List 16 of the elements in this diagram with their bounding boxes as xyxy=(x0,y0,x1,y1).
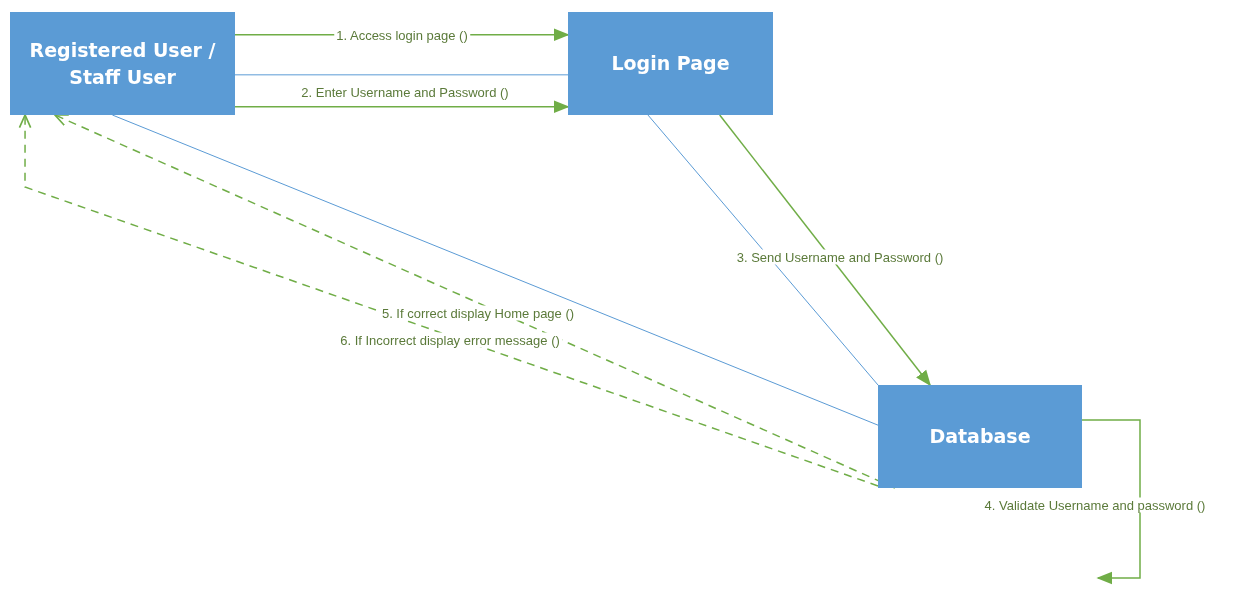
object-name: Login Page xyxy=(611,51,730,77)
message-arrow xyxy=(234,100,570,114)
link-line xyxy=(111,114,879,426)
edge-label: 6. If Incorrect display error message () xyxy=(338,332,562,348)
object-box xyxy=(10,12,235,115)
object-name: Database xyxy=(929,424,1031,450)
link-line xyxy=(234,74,569,76)
edge-label: 5. If correct display Home page () xyxy=(379,305,577,321)
object-box xyxy=(878,385,1082,488)
message-arrow xyxy=(718,114,931,387)
edge-label: 4. Validate Username and password () xyxy=(982,497,1208,513)
link-line xyxy=(647,114,879,386)
message-arrow xyxy=(1081,419,1141,585)
object-name: Registered User / Staff User xyxy=(28,37,217,90)
object-box xyxy=(568,12,773,115)
edge-label: 3. Send Username and Password () xyxy=(734,249,946,265)
